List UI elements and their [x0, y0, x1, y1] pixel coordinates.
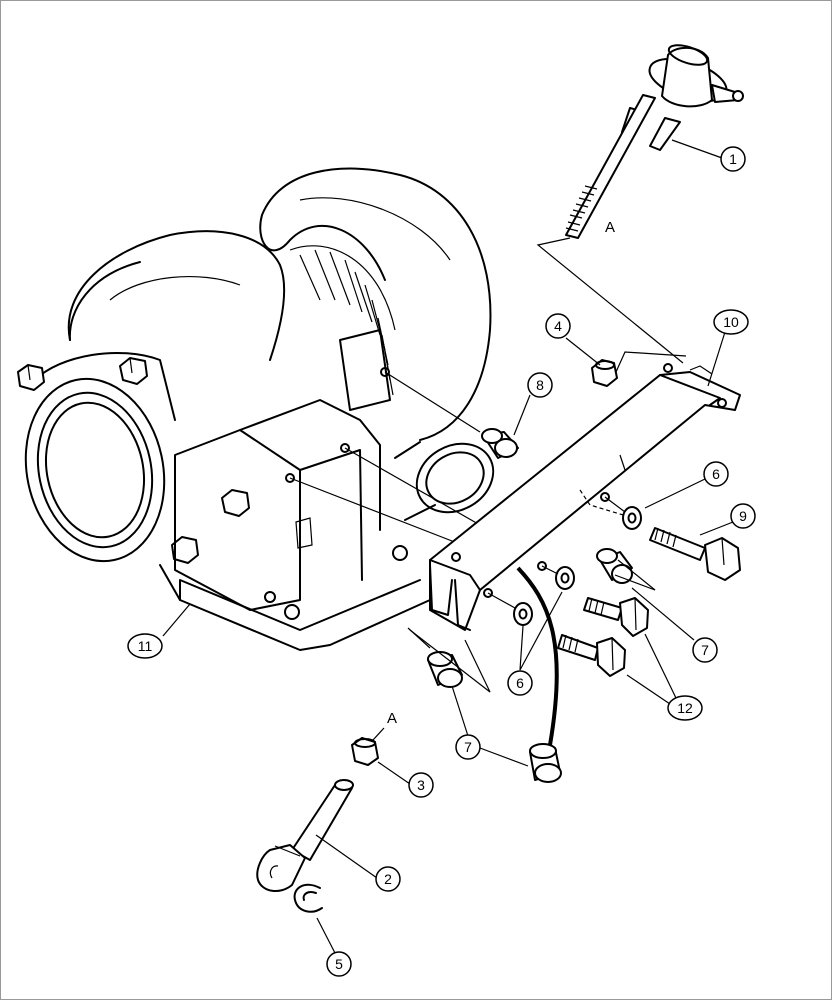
svg-text:8: 8 [536, 377, 544, 393]
leader-4b [615, 351, 687, 373]
spacer-item-7-bottom [529, 743, 562, 783]
leader-7b [479, 747, 529, 767]
reference-line-a [536, 237, 684, 364]
wastegate-actuator [565, 44, 744, 239]
callout-6-lower: 6 [507, 670, 533, 696]
leader-lines [162, 139, 734, 954]
leader-ref-a [372, 727, 385, 741]
callout-8: 8 [527, 372, 553, 398]
reference-mark-a-bottom: A [387, 710, 397, 727]
svg-text:11: 11 [138, 638, 153, 654]
leader-4 [565, 337, 601, 366]
callout-2: 2 [375, 866, 401, 892]
bolt-item-12-lower [557, 634, 626, 677]
leader-5 [316, 917, 336, 954]
callout-9: 9 [730, 503, 756, 529]
svg-text:10: 10 [723, 314, 739, 330]
svg-text:3: 3 [417, 777, 425, 793]
bolt-item-12-upper [583, 597, 649, 637]
guide-lines-7-left [409, 629, 491, 693]
callout-1: 1 [720, 146, 746, 172]
svg-text:12: 12 [677, 700, 693, 716]
spacer-item-8 [481, 428, 519, 459]
actuator-bracket [429, 363, 741, 631]
svg-text:4: 4 [554, 318, 562, 334]
bolt-item-9 [649, 527, 741, 581]
svg-text:7: 7 [701, 642, 709, 658]
turbocharger [17, 167, 495, 651]
leader-6a [644, 478, 706, 509]
leader-7c [451, 685, 469, 737]
leader-10 [707, 331, 726, 387]
leader-3 [377, 761, 411, 785]
flange-bolt-top [119, 357, 148, 385]
flange-bolt-left [17, 364, 45, 391]
svg-text:9: 9 [739, 508, 747, 524]
callout-11: 11 [127, 633, 163, 659]
washers-item-6 [513, 506, 642, 626]
svg-text:2: 2 [384, 871, 392, 887]
svg-text:7: 7 [464, 739, 472, 755]
leader-8 [513, 394, 531, 436]
nut-item-3 [351, 737, 379, 766]
leader-11 [162, 603, 191, 637]
leader-2 [315, 834, 378, 879]
callout-12: 12 [667, 695, 703, 721]
callout-7-right: 7 [692, 637, 718, 663]
spacer-item-7-right [596, 548, 633, 584]
callout-4: 4 [545, 313, 571, 339]
callout-3: 3 [408, 772, 434, 798]
guide-line-7b [407, 627, 431, 649]
svg-text:5: 5 [335, 956, 343, 972]
leader-1 [671, 139, 723, 159]
callout-5: 5 [326, 951, 352, 977]
leader-12b [626, 674, 671, 705]
leader-7a [631, 587, 695, 641]
leader-12a [644, 633, 677, 699]
housing-bolt-mid [221, 489, 250, 517]
leader-9 [699, 521, 734, 536]
leader-6b [519, 591, 563, 671]
spacer-item-7-left [427, 651, 463, 688]
curved-line [516, 566, 559, 746]
svg-text:6: 6 [516, 675, 524, 691]
nut-item-4 [591, 359, 618, 387]
svg-text:1: 1 [729, 151, 737, 167]
e-clip-item-5 [293, 883, 323, 913]
callout-10: 10 [713, 309, 749, 335]
clevis-rod-item-2 [256, 779, 354, 892]
svg-text:6: 6 [712, 466, 720, 482]
callout-7-lower: 7 [455, 734, 481, 760]
reference-mark-a-top: A [605, 219, 615, 236]
callout-6-upper: 6 [703, 461, 729, 487]
